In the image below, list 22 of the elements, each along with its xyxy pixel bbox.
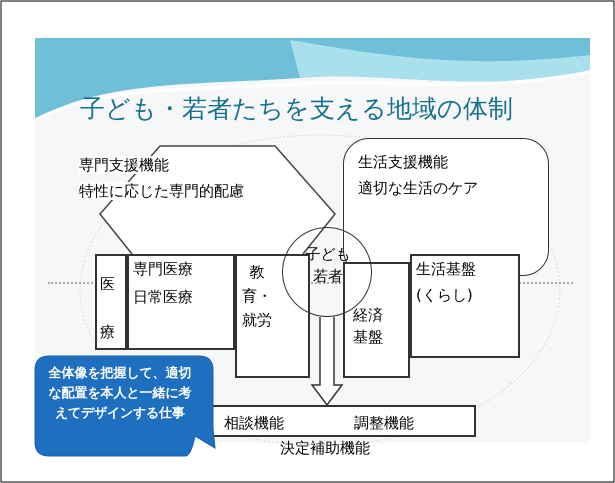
hollow-arrow [310, 316, 344, 406]
box [127, 254, 235, 350]
node-text: 日常医療 [133, 288, 193, 306]
node-text: 生活基盤 [416, 260, 476, 278]
node-text: 経済基盤 [352, 305, 384, 348]
node-text: 決定補助機能 [280, 439, 370, 457]
node-text: 全体像を把握して、適切な配置を本人と一緒に考えてデザインする仕事 [48, 364, 192, 423]
node-text: (くらし) [416, 286, 473, 304]
node-text: 教育・就労 [241, 262, 273, 331]
node-text: 調整機能 [354, 414, 414, 432]
speech-bubble [35, 356, 215, 456]
box [343, 262, 410, 378]
node-text: 適切な生活のケア [358, 179, 478, 197]
slide-title: 子ども・若者たちを支える地域の体制 [80, 93, 513, 125]
node-text: 相談機能 [224, 414, 284, 432]
node-text: 特性に応じた専門的配慮 [79, 182, 244, 200]
box [410, 254, 520, 358]
node-text: 医療 [100, 274, 116, 343]
vertical-box [95, 254, 127, 350]
node-text: 専門支援機能 [79, 156, 169, 174]
node-text: 専門医療 [133, 260, 193, 278]
node-text: 生活支援機能 [358, 153, 448, 171]
